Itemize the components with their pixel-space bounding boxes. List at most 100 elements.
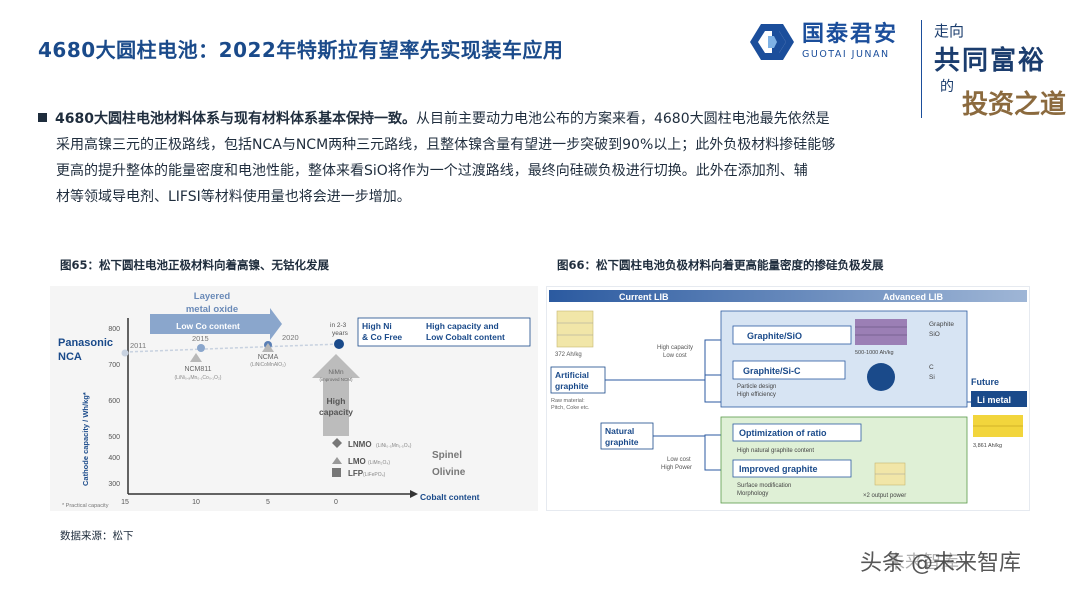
ytick: 300 — [108, 481, 120, 488]
svg-text:High efficiency: High efficiency — [737, 392, 776, 398]
svg-text:Graphite/SiO: Graphite/SiO — [747, 331, 802, 341]
svg-text:LFP: LFP — [348, 469, 364, 478]
svg-text:LNMO: LNMO — [348, 440, 372, 449]
artificial-graphite-box — [550, 366, 606, 394]
svg-text:Low Co content: Low Co content — [176, 321, 240, 331]
optimization-box — [732, 423, 862, 442]
svg-text:Layered: Layered — [194, 291, 231, 302]
svg-text:Morphology: Morphology — [737, 491, 768, 497]
graphite-power-icon — [874, 462, 906, 486]
svg-text:High capacity and: High capacity and — [426, 321, 499, 331]
svg-text:×2 output power: ×2 output power — [863, 493, 906, 499]
figure66-image: Current LIB Advanced LIB 372 Ah/kg Artif… — [546, 286, 1030, 511]
svg-text:(LiFePO₄): (LiFePO₄) — [363, 472, 386, 478]
svg-text:Graphite: Graphite — [929, 321, 954, 328]
sio-particles-icon — [855, 319, 907, 345]
data-source: 数据来源：松下 — [60, 530, 134, 542]
svg-text:Low cost: Low cost — [667, 457, 691, 463]
svg-text:Natural: Natural — [605, 426, 634, 436]
svg-text:2015: 2015 — [192, 334, 209, 343]
footnote: * Practical capacity — [62, 503, 109, 509]
ytick: 600 — [108, 398, 120, 405]
svg-text:(LiNi₀.₈Mn₀.₁Co₀.₁O₂): (LiNi₀.₈Mn₀.₁Co₀.₁O₂) — [175, 375, 222, 381]
svg-text:Low cost: Low cost — [663, 353, 687, 359]
svg-text:SiO: SiO — [929, 331, 940, 338]
logo-english-name: GUOTAI JUNAN — [802, 49, 890, 60]
xtick: 10 — [192, 499, 200, 506]
toutiao-watermark: 头条 @未来智库 — [860, 551, 1021, 576]
ytick: 500 — [108, 434, 120, 441]
svg-text:Artificial: Artificial — [555, 370, 589, 380]
high-ni-box — [357, 317, 531, 347]
page-title: 4680大圆柱电池：2022年特斯拉有望率先实现装车应用 — [38, 38, 564, 62]
timeline-bar — [549, 290, 1027, 302]
svg-text:Raw material:: Raw material: — [551, 398, 585, 404]
svg-text:Pitch, Coke etc.: Pitch, Coke etc. — [551, 405, 590, 411]
point-2015 — [197, 344, 205, 352]
slogan: 走向 共同富裕 的 投资之道 — [934, 22, 1067, 120]
xtick: 15 — [121, 499, 129, 506]
panasonic-label: Panasonic — [58, 337, 113, 349]
svg-text:Advanced LIB: Advanced LIB — [883, 292, 944, 302]
improved-graphite-box — [732, 459, 852, 478]
svg-text:(LiNiCoMnAlO₂): (LiNiCoMnAlO₂) — [250, 362, 286, 368]
figure65-caption: 图65：松下圆柱电池正极材料向着高镍、无钴化发展 — [60, 258, 330, 272]
svg-text:Optimization of ratio: Optimization of ratio — [739, 428, 827, 438]
wechat-watermark: 未来智库 — [887, 552, 959, 573]
svg-text:Improved graphite: Improved graphite — [739, 464, 818, 474]
svg-text:Surface modification: Surface modification — [737, 483, 791, 489]
svg-text:Current LIB: Current LIB — [619, 292, 669, 302]
svg-text:in 2-3: in 2-3 — [330, 322, 347, 329]
svg-text:(LiNi₀.₅Mn₁.₅O₄): (LiNi₀.₅Mn₁.₅O₄) — [376, 443, 412, 449]
svg-text:2020: 2020 — [282, 333, 299, 342]
svg-text:metal oxide: metal oxide — [186, 304, 238, 315]
square-bullet-icon — [38, 113, 47, 122]
natural-graphite-box — [600, 422, 654, 450]
svg-text:Olivine: Olivine — [432, 467, 466, 478]
high-capacity-arrow-icon — [312, 354, 360, 436]
x-axis-label: Cobalt content — [420, 492, 480, 502]
svg-text:Si: Si — [929, 374, 935, 381]
graphite-crystal-icon — [556, 310, 594, 348]
svg-text:Li metal: Li metal — [977, 395, 1011, 405]
svg-text:graphite: graphite — [555, 381, 589, 391]
svg-text:372 Ah/kg: 372 Ah/kg — [555, 352, 582, 358]
svg-text:500-1000 Ah/kg: 500-1000 Ah/kg — [855, 350, 894, 356]
ytick: 700 — [108, 362, 120, 369]
svg-text:High Ni: High Ni — [362, 321, 392, 331]
body-lead: 4680大圆柱电池材料体系与现有材料体系基本保持一致。 — [55, 111, 416, 127]
graphite-sic-box — [732, 360, 846, 380]
y-axis-label: Cathode capacity / Wh/kg* — [81, 392, 90, 486]
li-metal-box — [971, 391, 1027, 407]
svg-text:3,861 Ah/kg: 3,861 Ah/kg — [973, 443, 1002, 449]
svg-text:High capacity: High capacity — [657, 345, 693, 351]
header-divider — [921, 20, 922, 118]
si-c-sphere-icon — [867, 363, 895, 391]
point-2011 — [121, 349, 129, 357]
body-paragraph: 4680大圆柱电池材料体系与现有材料体系基本保持一致。从目前主要动力电池公布的方… — [38, 106, 1048, 210]
svg-text:NCMA: NCMA — [258, 354, 279, 361]
company-logo: 国泰君安 GUOTAI JUNAN — [750, 23, 898, 60]
svg-text:LMO: LMO — [348, 457, 366, 466]
figure65-image: 800 700 600 500 400 300 15 10 5 0 Cathod… — [50, 286, 538, 511]
svg-text:years: years — [332, 330, 349, 337]
svg-text:High natural graphite content: High natural graphite content — [737, 448, 814, 454]
figure66-caption: 图66：松下圆柱电池负极材料向着更高能量密度的掺硅负极发展 — [557, 258, 884, 272]
svg-text:Spinel: Spinel — [432, 450, 462, 461]
point-future — [334, 339, 344, 349]
svg-text:Low Cobalt content: Low Cobalt content — [426, 332, 505, 342]
svg-text:(LiMn₂O₄): (LiMn₂O₄) — [368, 460, 390, 466]
layered-arrow-icon — [150, 308, 282, 340]
svg-text:C: C — [929, 364, 934, 371]
svg-text:NiMn: NiMn — [328, 369, 344, 376]
svg-text:2011: 2011 — [130, 341, 146, 350]
ytick: 400 — [108, 455, 120, 462]
logo-chinese-name: 国泰君安 — [802, 22, 899, 47]
li-metal-crystal-icon — [973, 415, 1023, 437]
svg-text:capacity: capacity — [319, 407, 353, 417]
svg-text:(improved NCM): (improved NCM) — [319, 377, 353, 382]
xtick: 0 — [334, 499, 338, 506]
ytick: 800 — [108, 326, 120, 333]
svg-text:High Power: High Power — [661, 465, 692, 471]
svg-text:Particle design: Particle design — [737, 384, 776, 390]
